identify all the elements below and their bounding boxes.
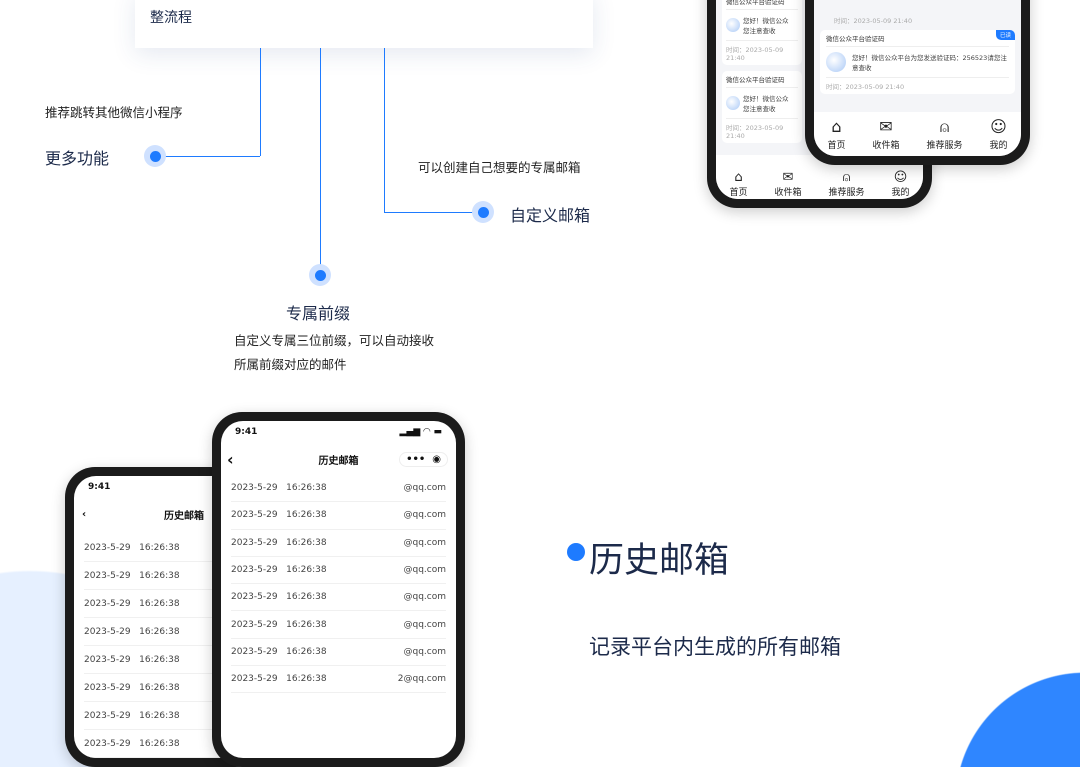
row-datetime: 2023-5-29 16:26:38 xyxy=(84,654,180,665)
section-subheading: 记录平台内生成的所有邮箱 xyxy=(589,635,841,659)
page-title: 历史邮箱 xyxy=(164,510,204,522)
row-datetime: 2023-5-29 16:26:38 xyxy=(84,738,180,749)
message-card[interactable]: 微信公众平台验证码您好！微信公众您注意查收时间：2023-05-09 21:40 xyxy=(722,71,802,143)
row-datetime: 2023-5-29 16:26:38 xyxy=(84,598,180,609)
home-icon: ⌂ xyxy=(734,170,743,185)
row-datetime: 2023-5-29 16:26:38 xyxy=(84,570,180,581)
history-row[interactable]: 2023-5-29 16:26:38 xyxy=(84,674,246,702)
home-icon: ⌂ xyxy=(831,116,842,136)
feature-desc: 推荐跳转其他微信小程序 xyxy=(45,105,183,120)
history-row[interactable]: 2023-5-29 16:26:38 xyxy=(84,646,246,674)
status-time: 9:41 xyxy=(235,427,258,437)
feature-title: 更多功能 xyxy=(45,149,110,168)
history-row[interactable]: 2023-5-29 16:26:38 xyxy=(84,730,246,758)
row-datetime: 2023-5-29 16:26:38 xyxy=(231,592,327,603)
row-email: @qq.com xyxy=(403,619,446,630)
close-target-icon[interactable]: ◉ xyxy=(432,453,441,465)
tab-inbox[interactable]: ✉收件箱 xyxy=(774,170,802,199)
inbox-icon: ✉ xyxy=(782,170,794,185)
message-card[interactable]: 微信公众平台验证码您好！微信公众您注意查收时间：2023-05-09 21:40 xyxy=(722,0,802,65)
feature-dot xyxy=(472,201,494,223)
back-icon[interactable]: ‹ xyxy=(227,449,234,469)
row-datetime: 2023-5-29 16:26:38 xyxy=(84,626,180,637)
feature-desc: 自定义专属三位前缀，可以自动接收 xyxy=(234,333,435,348)
avatar xyxy=(726,18,740,32)
history-row[interactable]: 2023-5-29 16:26:38 @qq.com xyxy=(231,584,446,612)
user-icon: ☺ xyxy=(990,116,1007,136)
tab-services[interactable]: ⍝推荐服务 xyxy=(828,170,865,199)
tab-home[interactable]: ⌂首页 xyxy=(729,170,748,199)
section-heading: 历史邮箱 xyxy=(589,541,730,581)
bell-icon: ⍝ xyxy=(842,170,851,185)
row-datetime: 2023-5-29 16:26:38 xyxy=(231,565,327,576)
tab-me[interactable]: ☺我的 xyxy=(891,170,910,199)
row-email: @qq.com xyxy=(403,537,446,548)
history-row[interactable]: 2023-5-29 16:26:38 @qq.com xyxy=(231,611,446,639)
tab-bar: ⌂首页 ✉收件箱 ⍝推荐服务 ☺我的 xyxy=(814,112,1021,156)
history-row[interactable]: 2023-5-29 16:26:38 xyxy=(84,618,246,646)
tab-me[interactable]: ☺我的 xyxy=(989,116,1008,151)
history-row[interactable]: 2023-5-29 16:26:38 @qq.com xyxy=(231,530,446,557)
inbox-phone-front: 时间：2023-05-09 21:40 已读微信公众平台验证码您好！微信公众平台… xyxy=(805,0,1030,165)
message-time: 时间：2023-05-09 21:40 xyxy=(834,17,913,25)
row-datetime: 2023-5-29 16:26:38 xyxy=(84,682,180,693)
row-datetime: 2023-5-29 16:26:38 xyxy=(84,542,180,553)
connector xyxy=(384,48,385,212)
back-icon[interactable]: ‹ xyxy=(82,508,87,520)
history-row[interactable]: 2023-5-29 16:26:38 2@qq.com xyxy=(231,666,446,694)
inbox-icon: ✉ xyxy=(879,116,893,136)
feature-dot xyxy=(144,145,166,167)
history-row[interactable]: 2023-5-29 16:26:38 xyxy=(84,702,246,730)
row-email: @qq.com xyxy=(403,483,446,494)
history-row[interactable]: 2023-5-29 16:26:38 xyxy=(84,562,246,590)
feature-dot xyxy=(309,264,331,286)
avatar xyxy=(726,96,740,110)
feature-desc: 所属前缀对应的邮件 xyxy=(234,357,347,372)
avatar xyxy=(826,52,846,72)
capsule-menu[interactable]: ••• ◉ xyxy=(399,451,448,467)
bg-circle-right xyxy=(955,672,1080,767)
row-datetime: 2023-5-29 16:26:38 xyxy=(231,619,327,630)
history-row[interactable]: 2023-5-29 16:26:38 @qq.com xyxy=(231,557,446,585)
history-row[interactable]: 2023-5-29 16:26:38 @qq.com xyxy=(231,502,446,530)
top-card: 整流程 xyxy=(135,0,593,48)
feature-title: 自定义邮箱 xyxy=(510,206,591,225)
history-row[interactable]: 2023-5-29 16:26:38 @qq.com xyxy=(231,475,446,503)
row-datetime: 2023-5-29 16:26:38 xyxy=(84,710,180,721)
row-datetime: 2023-5-29 16:26:38 xyxy=(231,510,327,521)
history-row[interactable]: 2023-5-29 16:26:38 @qq.com xyxy=(231,639,446,667)
bell-icon: ⍝ xyxy=(939,116,950,136)
tab-inbox[interactable]: ✉收件箱 xyxy=(872,116,900,151)
row-email: @qq.com xyxy=(403,646,446,657)
user-icon: ☺ xyxy=(893,170,908,185)
connector xyxy=(260,48,261,156)
feature-title: 专属前缀 xyxy=(286,304,351,323)
tab-services[interactable]: ⍝推荐服务 xyxy=(926,116,963,151)
top-card-text: 整流程 xyxy=(150,10,192,26)
status-icons: ▂▄▆ ◠ ▬ xyxy=(399,427,442,437)
more-icon[interactable]: ••• xyxy=(406,453,426,465)
row-email: 2@qq.com xyxy=(397,674,446,685)
read-badge: 已读 xyxy=(995,30,1015,40)
history-row[interactable]: 2023-5-29 16:26:38 xyxy=(84,590,246,618)
row-email: @qq.com xyxy=(403,510,446,521)
page-title: 历史邮箱 xyxy=(318,455,359,467)
history-row[interactable]: 2023-5-29 16:26:38 xyxy=(84,534,246,562)
row-datetime: 2023-5-29 16:26:38 xyxy=(231,483,327,494)
row-datetime: 2023-5-29 16:26:38 xyxy=(231,646,327,657)
row-datetime: 2023-5-29 16:26:38 xyxy=(231,537,327,548)
row-email: @qq.com xyxy=(403,592,446,603)
message-card[interactable]: 已读微信公众平台验证码您好！微信公众平台为您发送验证码：256523请您注意查收… xyxy=(820,30,1015,94)
connector xyxy=(384,212,479,213)
history-phone-front: 9:41 ▂▄▆ ◠ ▬ ‹ 历史邮箱 ••• ◉ 2023-5-29 16:26… xyxy=(212,412,465,767)
heading-dot xyxy=(567,543,585,561)
row-email: @qq.com xyxy=(403,565,446,576)
connector xyxy=(320,48,321,268)
row-datetime: 2023-5-29 16:26:38 xyxy=(231,674,327,685)
feature-desc: 可以创建自己想要的专属邮箱 xyxy=(418,160,581,175)
connector xyxy=(160,156,260,157)
status-time: 9:41 xyxy=(88,482,111,492)
tab-home[interactable]: ⌂首页 xyxy=(827,116,846,151)
